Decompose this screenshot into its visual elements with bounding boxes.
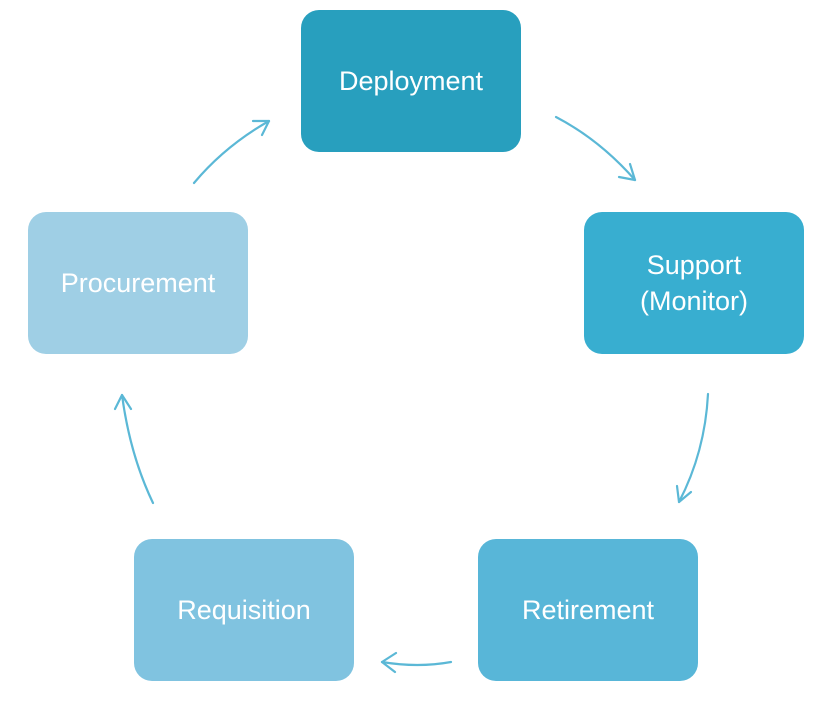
node-label: Procurement (61, 265, 216, 301)
node-label-line: Deployment (338, 65, 484, 96)
arrow-shaft (677, 392, 710, 504)
node-support: Support (Monitor) (584, 212, 804, 354)
arrow-head (251, 119, 271, 137)
arrow-shaft (380, 660, 453, 667)
node-deployment: Deployment (301, 10, 521, 152)
node-procurement: Procurement (28, 212, 248, 354)
node-requisition: Requisition (134, 539, 354, 681)
node-label: Retirement (522, 592, 654, 628)
node-label-line: Support (646, 249, 742, 280)
node-retirement: Retirement (478, 539, 698, 681)
arrow-head (113, 393, 133, 411)
arrow-shaft (192, 119, 271, 185)
arrow-head (380, 651, 398, 674)
arrow-procurement-to-deployment (192, 119, 271, 185)
node-label: Support (Monitor) (640, 247, 748, 320)
arrow-deployment-to-support (554, 115, 637, 182)
arrow-retirement-to-requisition (380, 651, 453, 674)
node-label-line: (Monitor) (639, 286, 748, 316)
arrow-shaft (554, 115, 637, 182)
node-label-line: Retirement (521, 594, 655, 625)
arrow-requisition-to-procurement (113, 393, 155, 505)
node-label-line: Procurement (60, 267, 216, 298)
arrow-support-to-retirement (675, 392, 710, 504)
node-label: Requisition (177, 592, 311, 628)
arrow-head (617, 162, 637, 182)
node-label-line: Requisition (177, 594, 311, 625)
arrow-head (675, 484, 693, 504)
arrow-shaft (120, 393, 155, 505)
node-label: Deployment (339, 63, 483, 99)
